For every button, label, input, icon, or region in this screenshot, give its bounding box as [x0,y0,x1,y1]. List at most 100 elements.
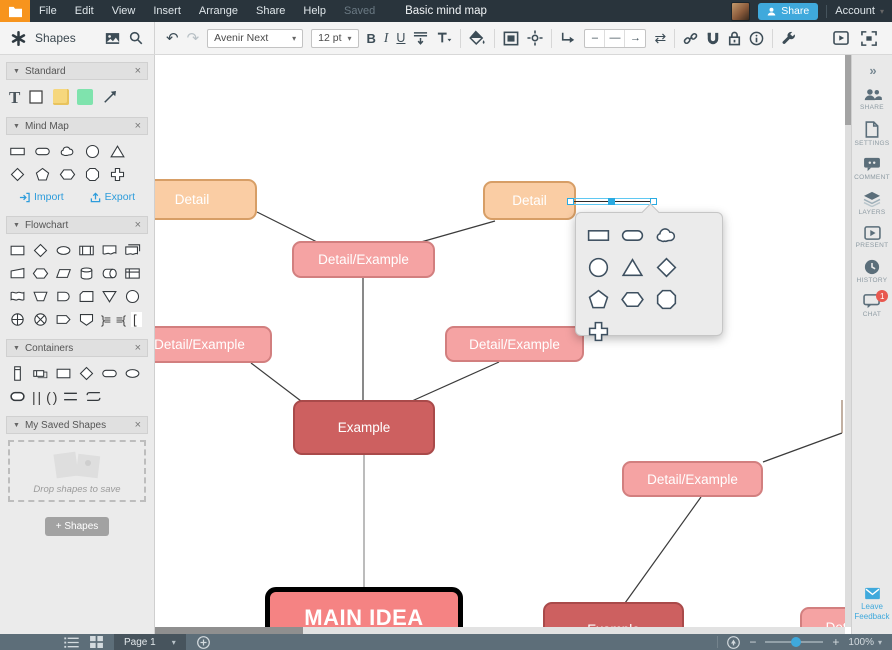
shape-brace-note-left[interactable]: ≡{ [116,312,126,327]
container-pipes[interactable]: | | [32,388,41,405]
container-bracket-lines[interactable] [85,388,102,405]
canvas-node-detail-example-2[interactable]: Detail/Example [155,326,272,363]
diagram-canvas[interactable]: Detail Detail Detail/Example Detail/Exam… [155,55,845,627]
zoom-slider[interactable] [765,637,824,647]
fullscreen-icon[interactable] [861,30,877,46]
menu-share[interactable]: Share [256,5,286,17]
shape-summing-junction[interactable] [32,311,49,328]
container-horizontal-lines[interactable] [62,388,79,405]
page-list-icon[interactable] [64,636,79,648]
shape-octagon[interactable] [84,166,101,183]
popup-shape-rounded-rectangle[interactable] [620,223,645,248]
menu-edit[interactable]: Edit [74,5,94,17]
zoom-level-select[interactable]: 100% ▾ [848,637,882,648]
close-icon[interactable]: × [134,419,141,431]
zoom-in-button[interactable]: + [832,635,840,649]
line-endpoint-end[interactable]: → [629,32,641,44]
redo-icon[interactable]: ↷ [186,30,200,47]
text-options-icon[interactable] [436,31,452,45]
shape-preparation[interactable] [32,265,49,282]
shape-rectangle[interactable] [9,143,26,160]
container-parentheses[interactable]: ( ) [46,388,57,405]
container-diamond[interactable] [78,365,95,382]
dock-history[interactable]: HISTORY [857,259,888,284]
horizontal-scrollbar-thumb[interactable] [155,627,303,634]
menu-view[interactable]: View [111,5,136,17]
shape-paper-tape[interactable] [9,288,26,305]
lock-icon[interactable] [728,31,741,46]
popup-shape-pentagon[interactable] [586,287,611,312]
shape-database[interactable] [78,265,95,282]
shape-text-bracket[interactable]: [ [131,312,142,327]
canvas-node-detail-example-5[interactable]: Detail/Example [800,607,845,627]
present-mode-icon[interactable] [833,31,849,45]
section-flowchart[interactable]: ▼ Flowchart × [6,216,148,234]
section-containers[interactable]: ▼ Containers × [6,339,148,357]
underline-button[interactable]: U [396,31,406,45]
close-icon[interactable]: × [134,219,141,231]
container-rectangle[interactable] [55,365,72,382]
shape-line-arrow[interactable] [101,88,119,106]
menu-insert[interactable]: Insert [153,5,181,17]
canvas-node-main-idea[interactable]: MAIN IDEA [265,587,463,627]
shape-connector[interactable] [124,288,141,305]
leave-feedback-button[interactable]: Leave Feedback [852,587,892,622]
connector-type-icon[interactable] [560,31,576,46]
magnet-icon[interactable] [706,31,720,46]
shape-triangle[interactable] [109,143,126,160]
shape-document[interactable] [101,242,118,259]
shape-data-icon[interactable] [749,31,764,46]
shape-rounded-rectangle[interactable] [34,143,51,160]
shape-diamond[interactable] [9,166,26,183]
horizontal-scrollbar[interactable] [155,627,845,634]
import-link[interactable]: Import [19,191,64,203]
container-horizontal[interactable] [32,365,49,382]
shape-off-page-connector[interactable] [55,311,72,328]
saved-shapes-drop-area[interactable]: Drop shapes to save [8,440,146,502]
close-icon[interactable]: × [134,342,141,354]
popup-shape-diamond[interactable] [654,255,679,280]
font-family-select[interactable]: Avenir Next ▾ [207,28,304,48]
canvas-node-detail-example-3[interactable]: Detail/Example [445,326,584,362]
menu-file[interactable]: File [39,5,57,17]
close-icon[interactable]: × [134,120,141,132]
add-page-icon[interactable] [196,635,210,649]
shape-circle[interactable] [84,143,101,160]
shape-brace-note-right[interactable]: }≡ [101,312,111,327]
shape-manual-operation[interactable] [32,288,49,305]
canvas-node-example-2[interactable]: Example [543,602,684,627]
swap-endpoints-icon[interactable]: ⇄ [654,29,667,46]
section-standard[interactable]: ▼ Standard × [6,62,148,80]
section-saved-shapes[interactable]: ▼ My Saved Shapes × [6,416,148,434]
shape-direct-access-storage[interactable] [101,265,118,282]
italic-button[interactable]: I [383,30,389,45]
search-icon[interactable] [129,31,143,45]
popup-shape-hexagon[interactable] [620,287,645,312]
page-selector[interactable]: Page 1 ▾ [114,634,186,650]
line-style-select[interactable]: – — → [584,28,647,48]
zoom-out-button[interactable]: − [749,635,757,649]
shape-text-tool[interactable]: T [9,87,20,107]
link-icon[interactable] [683,31,698,46]
collapse-dock-button[interactable]: » [869,63,876,78]
shape-hexagon[interactable] [59,166,76,183]
shape-display[interactable] [78,311,95,328]
font-size-select[interactable]: 12 pt ▾ [311,28,359,48]
shape-cloud[interactable] [59,143,76,160]
fill-color-icon[interactable] [469,30,486,46]
shape-square[interactable] [27,88,45,106]
popup-shape-cloud[interactable] [654,223,679,248]
endpoint-handle-end[interactable] [650,198,657,205]
shape-card[interactable] [78,288,95,305]
share-button[interactable]: Share [758,2,819,20]
shape-predefined-process[interactable] [78,242,95,259]
container-pill[interactable] [9,388,26,405]
more-shapes-button[interactable]: + Shapes [45,517,109,536]
shape-block[interactable] [77,89,94,105]
popup-shape-cross[interactable] [586,319,611,344]
shape-multiple-documents[interactable] [124,242,141,259]
container-vertical[interactable] [9,365,26,382]
popup-shape-circle[interactable] [586,255,611,280]
zoom-slider-knob[interactable] [791,637,802,647]
container-ellipse[interactable] [124,365,141,382]
